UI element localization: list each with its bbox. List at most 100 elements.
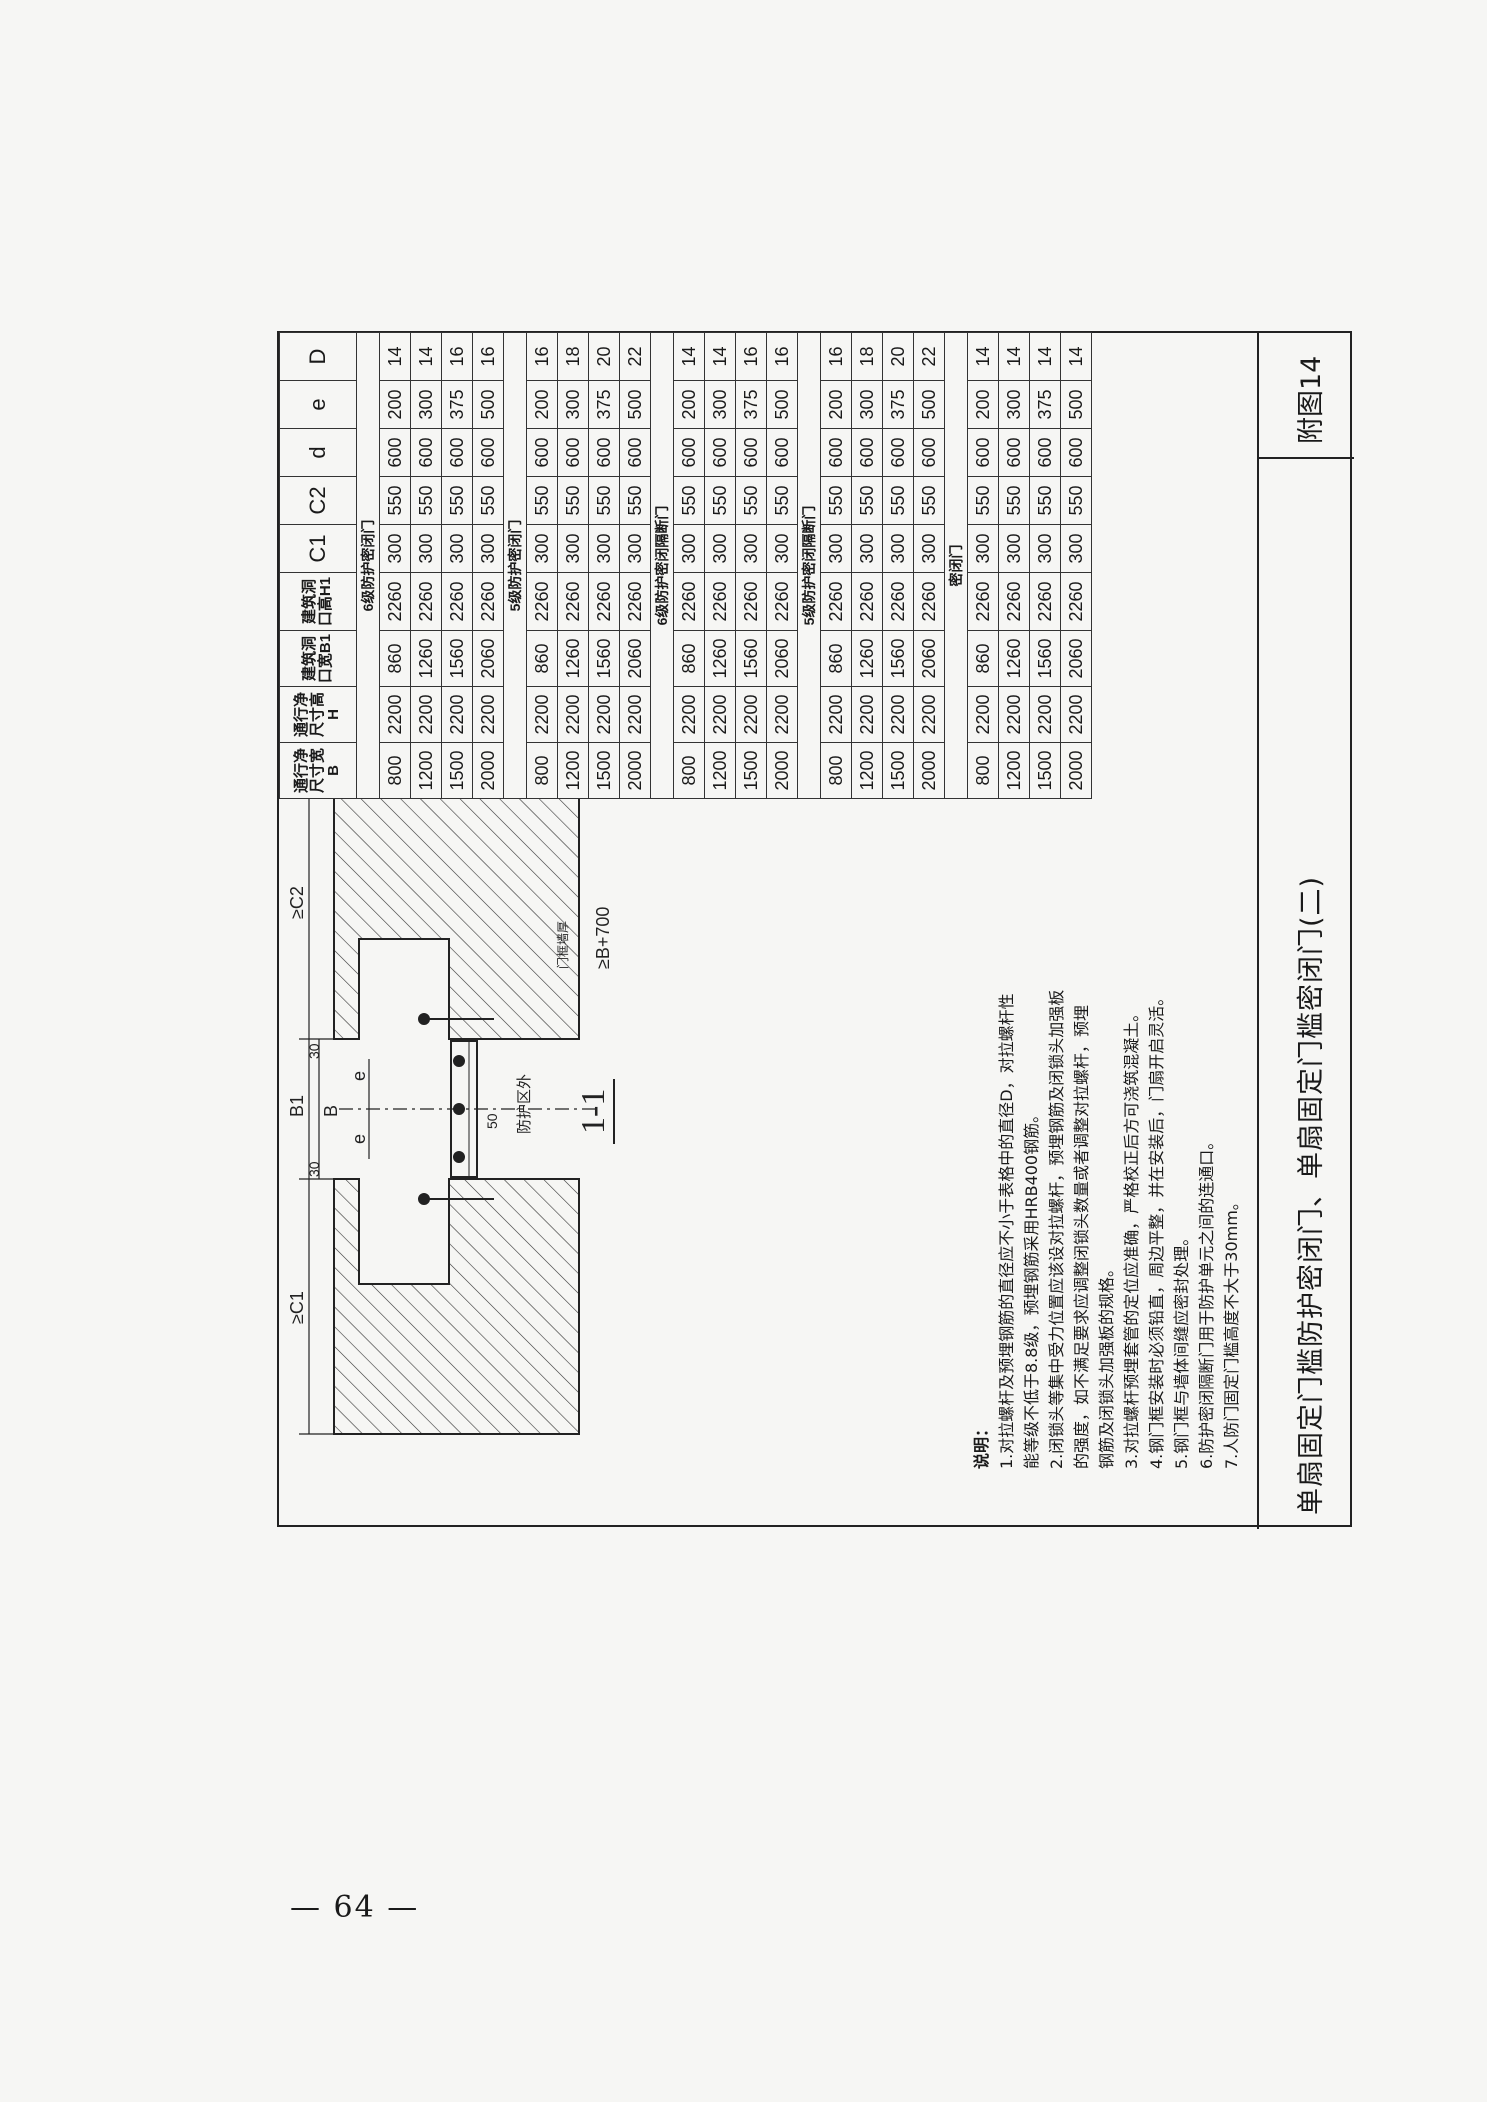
- table-cell: 2260: [410, 572, 442, 631]
- drawing-frame: 单扇固定门槛防护密闭门、单扇固定门槛密闭门(二) 附图14 通行净尺寸宽B 通行…: [277, 331, 1354, 1529]
- table-cell: 550: [441, 476, 473, 525]
- notes-block: 说明： 1.对拉螺杆及预埋钢筋的直径应不小于表格中的直径D，对拉螺杆性 能等级不…: [969, 829, 1244, 1469]
- table-cell: 500: [1060, 380, 1092, 429]
- header-D: D: [279, 332, 357, 381]
- section-label: 1-1: [575, 1089, 612, 1134]
- table-cell: 550: [820, 476, 852, 525]
- table-cell: 1560: [1029, 630, 1061, 687]
- table-cell: 500: [619, 380, 651, 429]
- table-cell: 600: [1029, 428, 1061, 477]
- table-cell: 550: [1060, 476, 1092, 525]
- table-cell: 550: [526, 476, 558, 525]
- dimension-lines: [299, 793, 599, 1435]
- table-cell: 300: [410, 380, 442, 429]
- table-cell: 300: [1060, 524, 1092, 573]
- table-cell: 2260: [704, 572, 736, 631]
- table-cell: 800: [379, 742, 411, 799]
- dim-e-right: e: [349, 1071, 369, 1081]
- header-c2: C2: [279, 476, 357, 525]
- table-cell: 2200: [1060, 686, 1092, 743]
- table-cell: 600: [735, 428, 767, 477]
- table-cell: 550: [619, 476, 651, 525]
- table-cell: 300: [410, 524, 442, 573]
- table-cell: 550: [998, 476, 1030, 525]
- table-cell: 600: [851, 428, 883, 477]
- table-cell: 550: [766, 476, 798, 525]
- table-cell: 2200: [998, 686, 1030, 743]
- dim-50: 50: [484, 1113, 500, 1129]
- table-cell: 1260: [704, 630, 736, 687]
- table-cell: 600: [1060, 428, 1092, 477]
- table-cell: 1200: [410, 742, 442, 799]
- table-cell: 1500: [588, 742, 620, 799]
- table-cell: 14: [379, 332, 411, 381]
- table-cell: 600: [379, 428, 411, 477]
- table-cell: 1200: [998, 742, 1030, 799]
- table-cell: 600: [882, 428, 914, 477]
- table-cell: 300: [557, 524, 589, 573]
- table-cell: 600: [557, 428, 589, 477]
- table-cell: 550: [472, 476, 504, 525]
- table-section-row: 5级防护密闭隔断门: [797, 332, 821, 799]
- table-cell: 375: [1029, 380, 1061, 429]
- sheet-title: 单扇固定门槛防护密闭门、单扇固定门槛密闭门(二): [1296, 875, 1327, 1515]
- table-cell: 2200: [588, 686, 620, 743]
- dimension-table: 通行净尺寸宽B 通行净尺寸高H 建筑洞口宽B1 建筑洞口高H1 C1 C2 d …: [279, 332, 1092, 799]
- note-line: 钢筋及闭锁头加强板的规格。: [1097, 1260, 1116, 1469]
- table-cell: 600: [766, 428, 798, 477]
- table-cell: 1200: [557, 742, 589, 799]
- table-cell: 300: [851, 524, 883, 573]
- table-cell: 1500: [735, 742, 767, 799]
- dim-wall-thick: 门框墙厚: [555, 921, 570, 969]
- table-cell: 300: [998, 380, 1030, 429]
- table-cell: 800: [673, 742, 705, 799]
- table-cell: 860: [820, 630, 852, 687]
- table-cell: 2260: [735, 572, 767, 631]
- table-cell: 2200: [766, 686, 798, 743]
- table-cell: 200: [526, 380, 558, 429]
- table-cell: 300: [913, 524, 945, 573]
- table-cell: 2200: [851, 686, 883, 743]
- table-cell: 2000: [913, 742, 945, 799]
- table-cell: 550: [557, 476, 589, 525]
- table-cell: 2200: [913, 686, 945, 743]
- table-cell: 600: [588, 428, 620, 477]
- table-section-row: 6级防护密闭门: [356, 332, 380, 799]
- table-cell: 800: [526, 742, 558, 799]
- table-cell: 2200: [735, 686, 767, 743]
- table-cell: 22: [619, 332, 651, 381]
- table-cell: 14: [704, 332, 736, 381]
- figure-number: 附图14: [1296, 355, 1327, 444]
- table-cell: 300: [882, 524, 914, 573]
- table-cell: 2000: [619, 742, 651, 799]
- table-cell: 18: [851, 332, 883, 381]
- table-cell: 2260: [379, 572, 411, 631]
- table-cell: 550: [913, 476, 945, 525]
- table-cell: 2200: [704, 686, 736, 743]
- table-section-row: 5级防护密闭门: [503, 332, 527, 799]
- table-section-row: 密闭门: [944, 332, 968, 799]
- table-cell: 2260: [1060, 572, 1092, 631]
- table-cell: 300: [619, 524, 651, 573]
- dim-b1: B1: [287, 1095, 307, 1117]
- table-cell: 550: [410, 476, 442, 525]
- table-header-row: 通行净尺寸宽B 通行净尺寸高H 建筑洞口宽B1 建筑洞口高H1 C1 C2 d …: [279, 332, 357, 799]
- table-cell: 300: [704, 524, 736, 573]
- table-cell: 2260: [588, 572, 620, 631]
- table-cell: 2200: [820, 686, 852, 743]
- table-cell: 16: [472, 332, 504, 381]
- table-cell: 1560: [735, 630, 767, 687]
- table-cell: 20: [882, 332, 914, 381]
- table-section-title: 5级防护密闭门: [503, 332, 527, 799]
- header-h: 通行净尺寸高H: [279, 686, 357, 743]
- title-block: 单扇固定门槛防护密闭门、单扇固定门槛密闭门(二) 附图14: [1257, 333, 1354, 1529]
- table-cell: 16: [735, 332, 767, 381]
- table-cell: 2200: [1029, 686, 1061, 743]
